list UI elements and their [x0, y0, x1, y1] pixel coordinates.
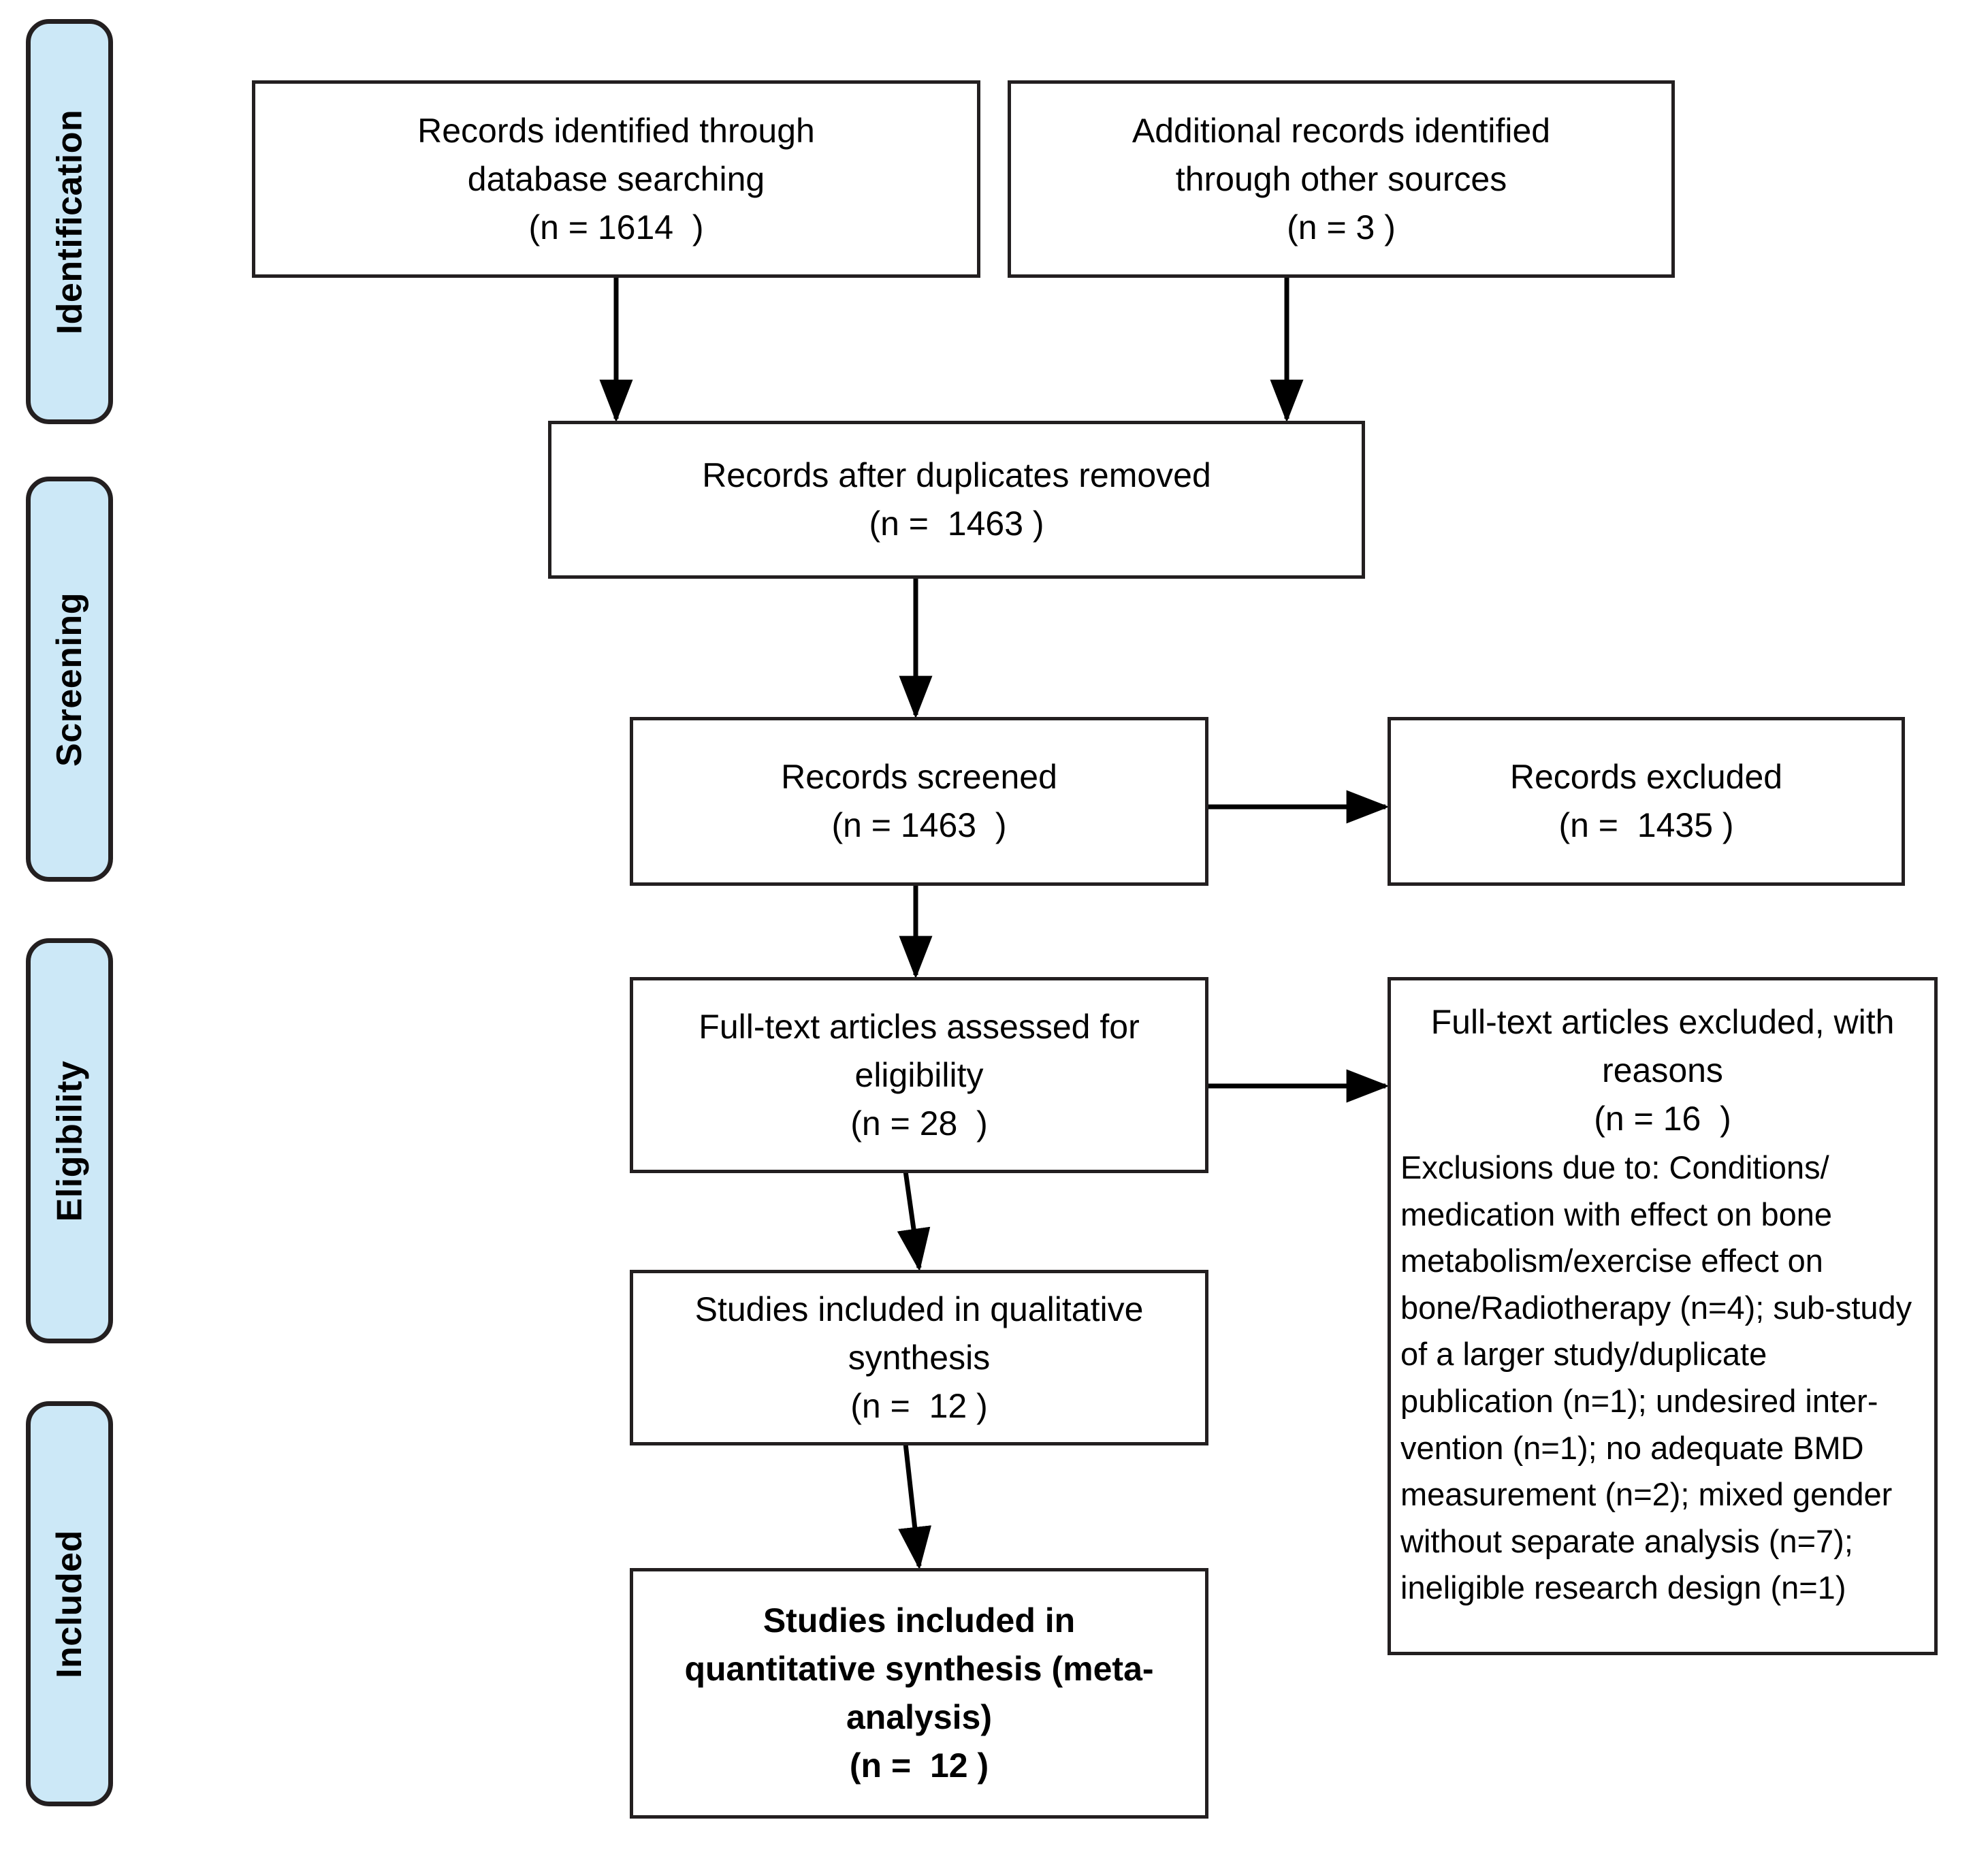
box-quantitative-line2: quantitative synthesis (meta- [684, 1650, 1154, 1688]
box-duplicates-line1: Records after duplicates removed [702, 456, 1211, 494]
box-quantitative-line1: Studies included in [763, 1601, 1076, 1640]
stage-label-screening: Screening [50, 592, 90, 767]
box-screened-count: (n = 1463 ) [831, 806, 1007, 844]
stage-pill-included: Included [26, 1401, 113, 1806]
arrow-fulltext-to-qualitative [897, 1170, 931, 1272]
stage-pill-identification: Identification [26, 19, 113, 424]
box-excluded-line1: Records excluded [1509, 758, 1783, 796]
box-qualitative-count: (n = 12 ) [850, 1386, 988, 1425]
box-other-sources-count: (n = 3 ) [1287, 208, 1396, 246]
stage-pill-screening: Screening [26, 477, 113, 882]
box-records-screened: Records screened (n = 1463 ) [630, 717, 1208, 886]
box-records-after-duplicates-removed: Records after duplicates removed (n = 14… [548, 421, 1365, 579]
box-fulltext-excluded-line2: reasons [1602, 1051, 1723, 1089]
box-screened-line1: Records screened [781, 758, 1057, 796]
box-fulltext-excluded-with-reasons: Full-text articles excluded, with reason… [1388, 977, 1938, 1655]
box-excluded-count: (n = 1435 ) [1558, 806, 1734, 844]
box-other-sources-line1: Additional records identified [1132, 111, 1551, 150]
box-fulltext-excluded-count: (n = 16 ) [1594, 1100, 1731, 1138]
box-fulltext-assessed-eligibility: Full-text articles assessed for eligibil… [630, 977, 1208, 1173]
box-quantitative-count: (n = 12 ) [849, 1746, 989, 1785]
box-qualitative-line1: Studies included in qualitative [694, 1290, 1144, 1328]
box-records-excluded: Records excluded (n = 1435 ) [1388, 717, 1905, 886]
box-duplicates-count: (n = 1463 ) [869, 505, 1044, 543]
box-fulltext-assessed-line1: Full-text articles assessed for [699, 1007, 1140, 1046]
box-quantitative-line3: analysis) [846, 1698, 992, 1736]
stage-pill-eligibility: Eligibility [26, 938, 113, 1343]
box-fulltext-excluded-line1: Full-text articles excluded, with [1430, 1003, 1895, 1041]
box-fulltext-excluded-reasons-detail: Exclusions due to: Conditions/ medicatio… [1400, 1149, 1912, 1606]
box-db-search-line1: Records identified through [417, 111, 815, 150]
box-records-identified-database: Records identified through database sear… [252, 80, 980, 278]
arrow-qualitative-to-quantitative [898, 1443, 932, 1570]
box-studies-quantitative-synthesis: Studies included in quantitative synthes… [630, 1568, 1208, 1819]
stage-label-identification: Identification [50, 109, 89, 334]
box-fulltext-assessed-count: (n = 28 ) [850, 1104, 988, 1142]
box-db-search-line2: database searching [467, 159, 765, 198]
box-other-sources-line2: through other sources [1175, 159, 1507, 198]
box-studies-qualitative-synthesis: Studies included in qualitative synthesi… [630, 1270, 1208, 1445]
stage-label-eligibility: Eligibility [50, 1060, 90, 1221]
box-additional-records-other-sources: Additional records identified through ot… [1008, 80, 1675, 278]
box-fulltext-assessed-line2: eligibility [854, 1055, 984, 1094]
box-db-search-count: (n = 1614 ) [528, 208, 704, 246]
stage-label-included: Included [50, 1529, 90, 1678]
box-qualitative-line2: synthesis [848, 1338, 991, 1377]
